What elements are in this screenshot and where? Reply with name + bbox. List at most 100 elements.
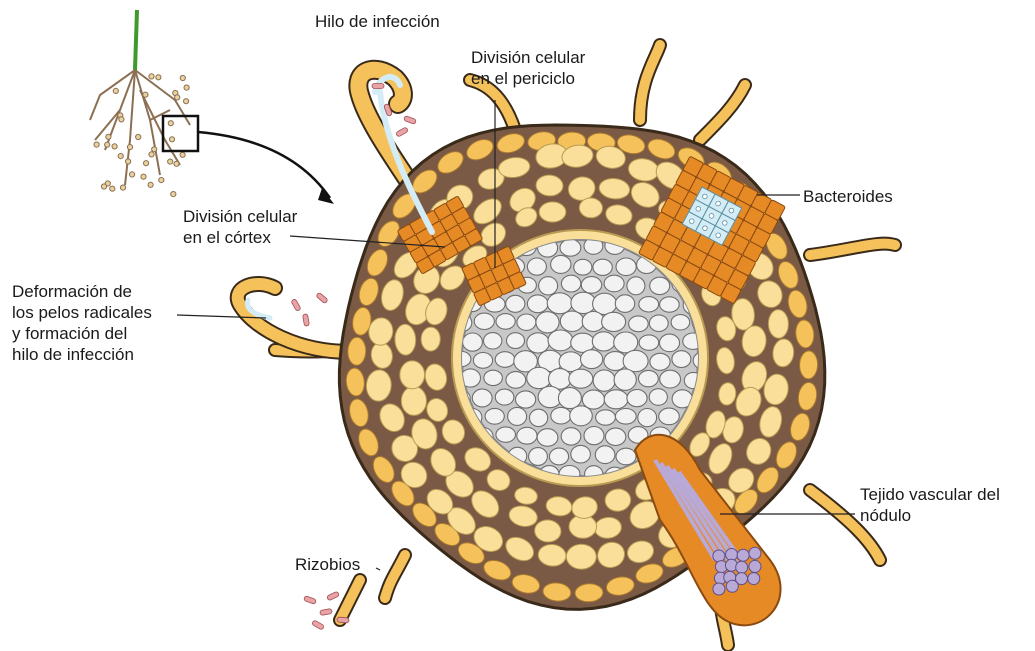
central-cell	[649, 315, 668, 332]
label-line: Bacteroides	[803, 186, 893, 207]
central-cell	[560, 239, 581, 256]
central-cell	[672, 351, 691, 368]
central-cell	[614, 332, 638, 353]
central-cell	[463, 333, 483, 351]
central-cell	[527, 367, 552, 388]
root-nodule-dot	[130, 172, 135, 177]
root-nodule-dot	[180, 75, 185, 80]
label-line: nódulo	[860, 505, 1000, 526]
root-nodule-dot	[120, 185, 125, 190]
central-cell	[571, 292, 596, 313]
central-cell	[627, 390, 647, 407]
label-line: Rizobios	[295, 554, 360, 575]
root-nodule-dot	[152, 147, 157, 152]
root-nodule-dot	[126, 159, 131, 164]
rhizobium	[312, 620, 325, 630]
central-cell	[623, 350, 648, 371]
central-cell	[581, 277, 601, 294]
cortex-cell	[421, 327, 441, 351]
central-cell	[507, 333, 525, 349]
central-cell	[506, 372, 526, 389]
infected-cell	[726, 549, 738, 561]
root-nodule-dot	[159, 178, 164, 183]
cortex-cell	[566, 544, 596, 569]
central-cell	[584, 427, 604, 445]
central-cell	[560, 311, 583, 331]
central-cell	[593, 259, 612, 275]
label-hair-deformation: Deformación de los pelos radicales y for…	[12, 281, 152, 365]
root-nodule-dot	[156, 75, 161, 80]
label-pericycle-division: División celular en el periciclo	[471, 47, 585, 89]
root-nodule-dot	[136, 134, 141, 139]
central-cell	[638, 409, 657, 427]
central-cell	[596, 410, 616, 425]
central-cell	[551, 407, 571, 424]
central-cell	[495, 352, 515, 368]
label-cortex-division: División celular en el córtex	[183, 206, 297, 248]
infected-cell	[726, 580, 738, 592]
rhizobium	[396, 127, 409, 137]
central-cell	[569, 369, 593, 388]
root-nodule-dot	[168, 159, 173, 164]
root-nodule-dot	[144, 161, 149, 166]
central-cell	[660, 334, 680, 352]
central-cell	[484, 370, 503, 385]
central-cell	[537, 429, 558, 447]
central-cell	[527, 295, 548, 313]
central-cell	[604, 390, 628, 409]
central-cell	[660, 297, 680, 312]
root-branch	[140, 90, 180, 165]
label-line: en el periciclo	[471, 68, 585, 89]
root-nodule-dot	[141, 174, 146, 179]
central-cell	[581, 350, 603, 369]
root-nodule-dot	[171, 192, 176, 197]
central-cell	[650, 277, 670, 294]
label-line: en el córtex	[183, 227, 297, 248]
central-cell	[495, 389, 514, 405]
root-nodule-dot	[101, 184, 106, 189]
central-cell	[595, 446, 615, 464]
cortex-cell	[394, 324, 416, 355]
cortex-cell	[400, 361, 425, 389]
root-nodule-dot	[168, 121, 173, 126]
central-cell	[615, 295, 634, 313]
central-cell	[506, 295, 525, 312]
zoom-arrowhead	[318, 188, 334, 204]
root-nodule-dot	[169, 137, 174, 142]
central-cell	[592, 332, 615, 351]
central-cell	[660, 370, 681, 388]
central-cell	[605, 428, 625, 445]
label-line: y formación del	[12, 323, 152, 344]
label-line: División celular	[183, 206, 297, 227]
epidermis-cell	[799, 351, 818, 380]
label-line: los pelos radicales	[12, 302, 152, 323]
central-cell	[549, 448, 568, 465]
rhizobium	[304, 596, 317, 605]
central-cell	[571, 445, 591, 463]
central-cell	[548, 330, 573, 351]
central-cell	[574, 259, 592, 275]
central-cell	[517, 314, 536, 330]
root-hair	[700, 85, 745, 140]
central-cell	[496, 427, 516, 442]
rhizobium	[291, 299, 301, 312]
central-cell	[602, 312, 626, 331]
central-cell	[536, 312, 559, 333]
label-line: Tejido vascular del	[860, 484, 1000, 505]
central-cell	[639, 335, 659, 350]
root-nodule-dot	[106, 134, 111, 139]
central-cell	[671, 315, 690, 330]
central-cell	[649, 389, 667, 406]
infected-cell	[737, 549, 749, 561]
central-cell	[551, 255, 571, 273]
rhizobium	[302, 314, 309, 327]
root-nodule-dot	[105, 142, 110, 147]
infected-cell	[713, 550, 725, 562]
central-cell	[474, 313, 494, 329]
central-cell	[516, 391, 536, 408]
central-cell	[629, 316, 649, 332]
central-cell	[659, 408, 680, 425]
rhizobium	[372, 84, 384, 89]
root-branch	[125, 70, 135, 185]
